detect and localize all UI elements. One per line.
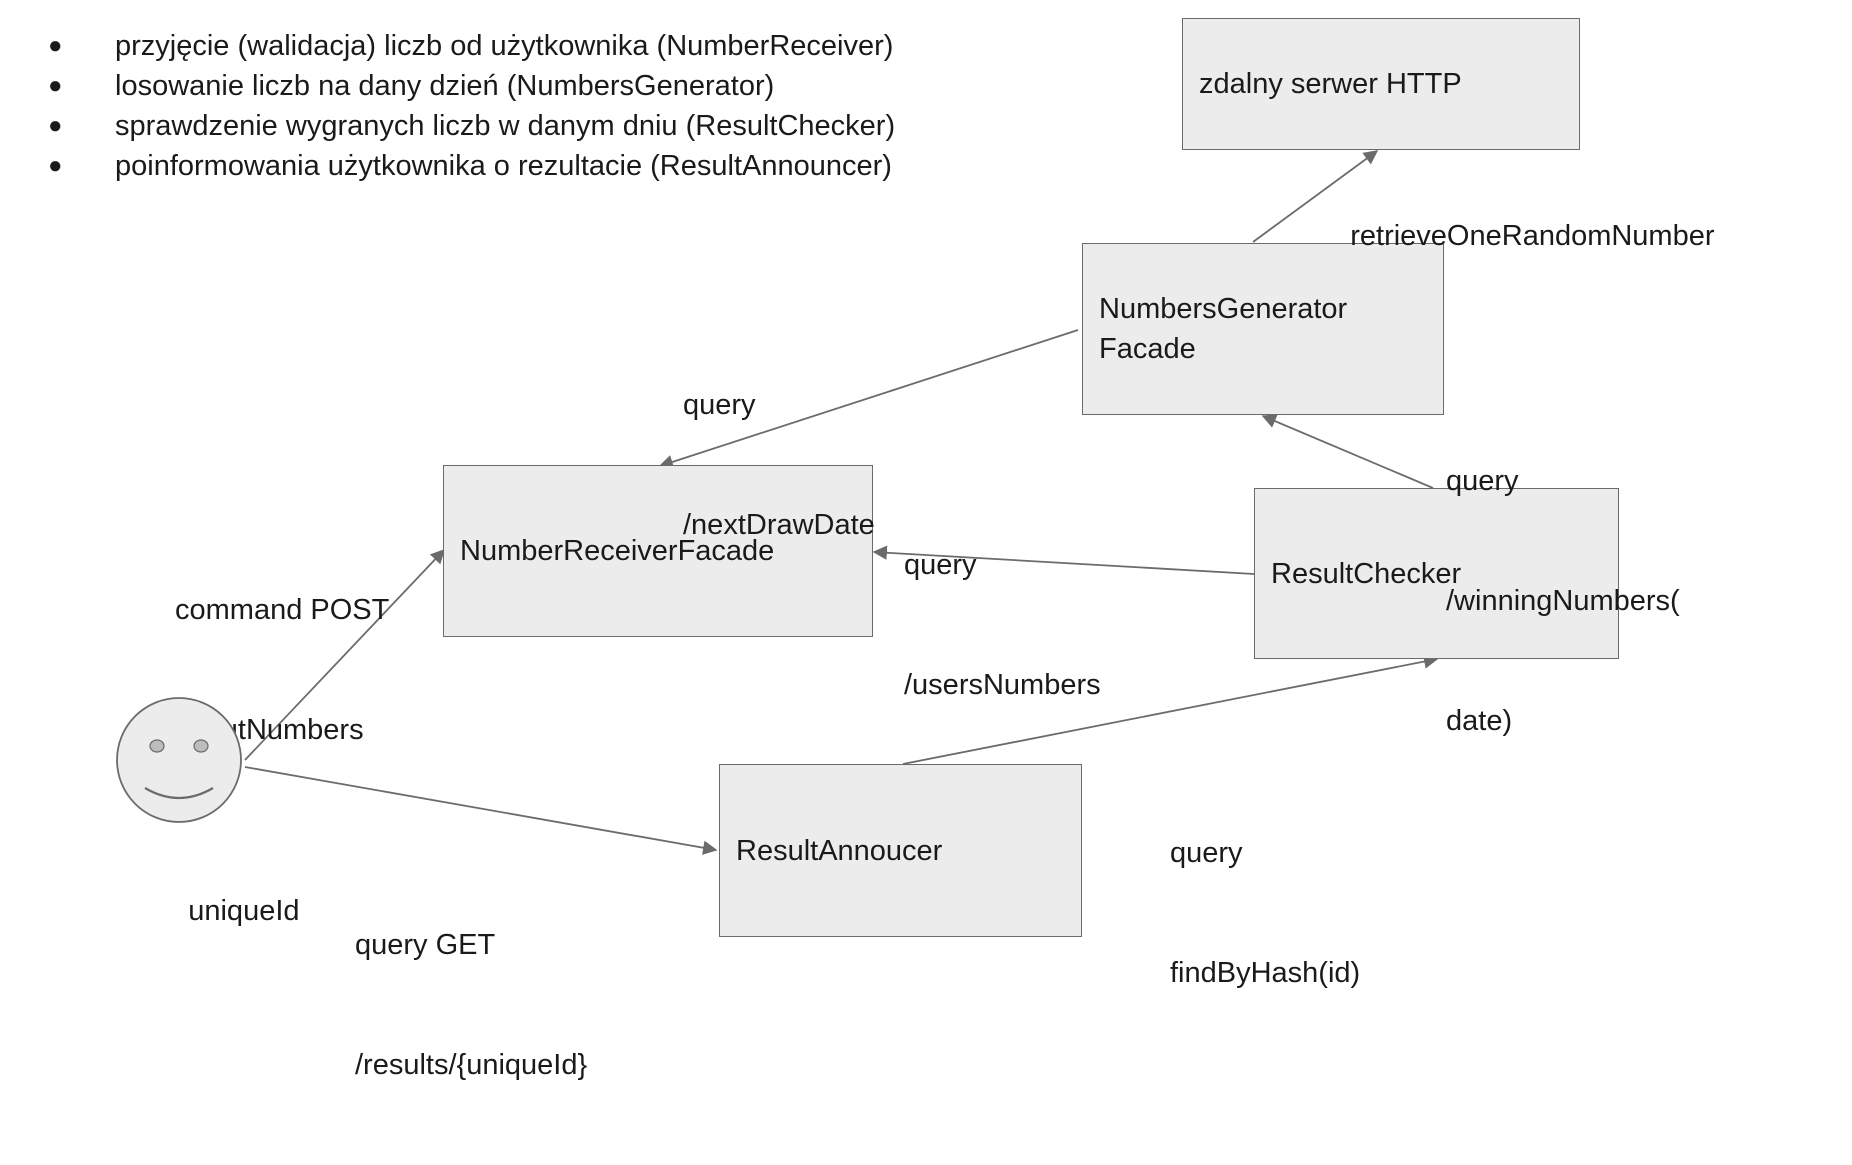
bullet-dot: ●: [48, 32, 63, 59]
bullet-dot: ●: [48, 152, 63, 179]
connector-layer: [244, 150, 1439, 855]
edge-generator-to-http: [1252, 150, 1379, 243]
edge-label-winning-numbers-line3: date): [1446, 705, 1513, 737]
edge-label-users-numbers: query /usersNumbers: [904, 465, 1101, 785]
numbers-generator-label-line1: NumbersGenerator: [1099, 293, 1348, 325]
edge-checker-to-generator: [1261, 414, 1434, 489]
edge-label-results-line1: query GET: [355, 929, 496, 961]
responsibility-list: ● przyjęcie (walidacja) liczb od użytkown…: [48, 26, 895, 186]
bullet-text: przyjęcie (walidacja) liczb od użytkowni…: [115, 30, 894, 62]
edge-generator-to-receiver: [658, 329, 1079, 469]
numbers-generator-label: NumbersGenerator Facade: [1099, 289, 1347, 369]
diagram-canvas: ● przyjęcie (walidacja) liczb od użytkown…: [48, 18, 1715, 1081]
edge-label-winning-numbers: query /winningNumbers( date): [1446, 381, 1680, 821]
edge-label-results: query GET /results/{uniqueId}: [355, 845, 587, 1165]
edge-label-users-numbers-line1: query: [904, 549, 977, 581]
number-receiver-box: NumberReceiverFacade: [443, 465, 873, 637]
edge-label-next-draw-date: query /nextDrawDate: [683, 305, 875, 625]
edge-label-next-draw-date-line2: /nextDrawDate: [683, 509, 875, 541]
bullet-text: poinformowania użytkownika o rezultacie …: [115, 150, 892, 182]
edge-label-retrieve-text: retrieveOneRandomNumber: [1350, 220, 1715, 252]
edge-label-results-line2: /results/{uniqueId}: [355, 1049, 588, 1081]
edge-label-input-numbers-line1: command POST: [175, 594, 390, 626]
http-server-label: zdalny serwer HTTP: [1199, 68, 1462, 100]
bullet-item: ● losowanie liczb na dany dzień (NumbersG…: [48, 66, 895, 106]
edge-user-to-receiver: [244, 548, 445, 761]
numbers-generator-label-line2: Facade: [1099, 333, 1196, 365]
edge-label-retrieve: retrieveOneRandomNumber: [1318, 176, 1715, 296]
edge-label-winning-numbers-line1: query: [1446, 465, 1519, 497]
bullet-item: ● poinformowania użytkownika o rezultacie…: [48, 146, 895, 186]
edge-label-users-numbers-line2: /usersNumbers: [904, 669, 1101, 701]
bullet-text: losowanie liczb na dany dzień (NumbersGe…: [115, 70, 775, 102]
bullet-item: ● przyjęcie (walidacja) liczb od użytkown…: [48, 26, 895, 66]
http-server-box: zdalny serwer HTTP: [1182, 18, 1580, 150]
result-checker-box: ResultChecker: [1254, 488, 1619, 659]
edge-checker-to-receiver: [872, 545, 1255, 575]
edge-user-to-announcer: [244, 766, 718, 855]
edge-label-next-draw-date-line1: query: [683, 389, 756, 421]
edge-label-find-by-hash: query findByHash(id): [1170, 753, 1360, 1073]
numbers-generator-box: NumbersGenerator Facade: [1082, 243, 1444, 415]
result-announcer-label: ResultAnnoucer: [736, 834, 943, 867]
edge-label-winning-numbers-line2: /winningNumbers(: [1446, 585, 1680, 617]
user-label-text: uniqueId: [188, 895, 300, 927]
bullet-dot: ●: [48, 112, 63, 139]
number-receiver-label: NumberReceiverFacade: [460, 535, 775, 567]
result-checker-label: ResultChecker: [1271, 557, 1462, 590]
user-smiley-icon: [116, 697, 242, 823]
bullet-dot: ●: [48, 72, 63, 99]
edge-label-find-by-hash-line2: findByHash(id): [1170, 957, 1361, 989]
edge-announcer-to-checker: [902, 654, 1439, 765]
edge-label-find-by-hash-line1: query: [1170, 837, 1243, 869]
bullet-text: sprawdzenie wygranych liczb w danym dniu…: [115, 110, 896, 142]
result-announcer-box: ResultAnnoucer: [719, 764, 1082, 937]
bullet-item: ● sprawdzenie wygranych liczb w danym dni…: [48, 106, 895, 146]
user-label: uniqueId: [156, 851, 300, 971]
